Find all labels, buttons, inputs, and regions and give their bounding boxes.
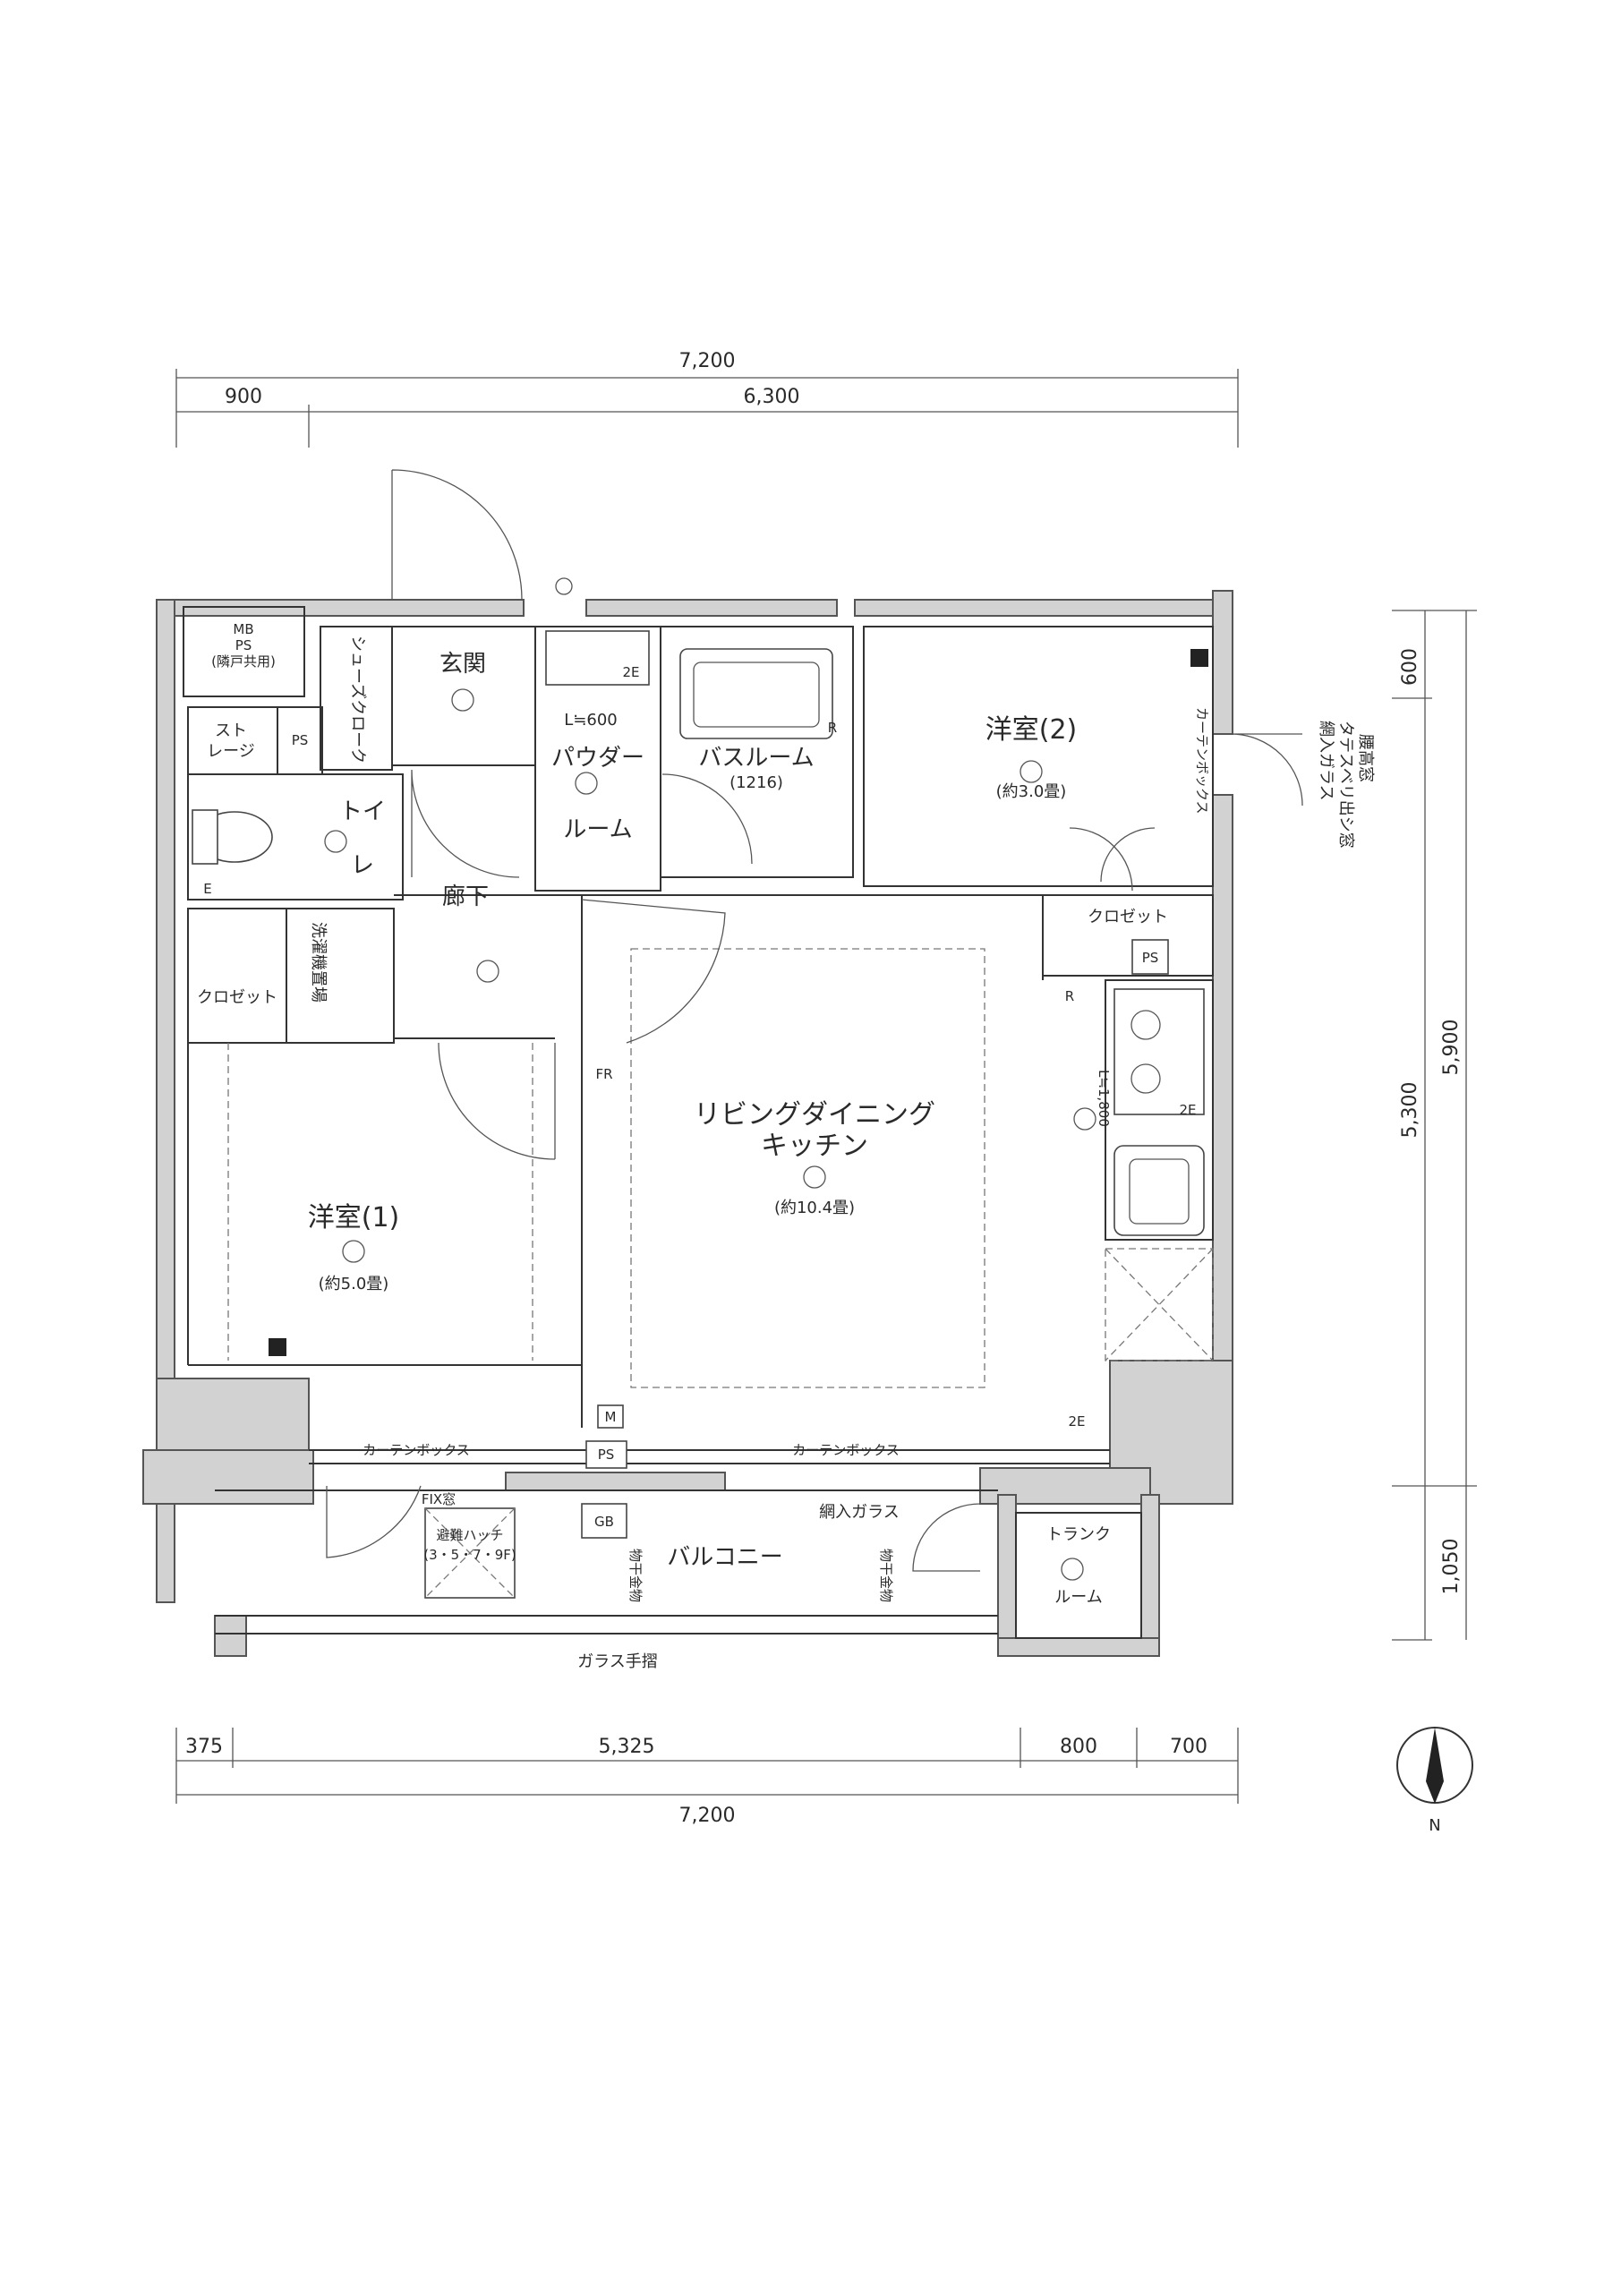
evac-hatch-label-1: 避難ハッチ	[436, 1527, 503, 1543]
north-compass	[1396, 1727, 1473, 1804]
ps-bottom-label: PS	[598, 1447, 615, 1463]
2e-mark-kitchen: 2E	[1179, 1102, 1196, 1118]
dim-right-1050: 1,050	[1440, 1539, 1463, 1595]
dryer-right-label: 物干金物	[878, 1549, 894, 1602]
right-dimension-lines	[1392, 610, 1477, 1641]
powder-room-label-2: ルーム	[563, 816, 632, 843]
toilet-label-2: レ	[351, 852, 374, 879]
dim-top-total: 7,200	[679, 350, 736, 372]
ldk-label-1: リビングダイニング	[694, 1099, 935, 1131]
toilet-label-1: トイ	[339, 798, 386, 825]
ps-top-left-label: PS	[292, 732, 309, 748]
dim-bottom-b: 5,325	[599, 1736, 655, 1758]
laundry-label: 洗濯機置場	[309, 922, 328, 1003]
trunk-room-label-1: トランク	[1046, 1525, 1111, 1544]
ps-label: PS	[235, 637, 252, 653]
doors	[326, 469, 1303, 1572]
entrance-label: 玄関	[439, 651, 486, 678]
r-mark-kitchen: R	[1065, 988, 1074, 1004]
dim-bottom-a: 375	[185, 1736, 223, 1758]
evac-hatch-label-2: (3・5・7・9F)	[423, 1547, 516, 1563]
dryer-left-label: 物干金物	[627, 1549, 644, 1602]
dim-top-right: 6,300	[744, 386, 800, 408]
dim-top-left: 900	[225, 386, 262, 408]
m-mark: M	[605, 1409, 617, 1425]
dim-right-5900: 5,900	[1440, 1020, 1463, 1076]
interior-walls	[183, 606, 1214, 1639]
storage-label-2: レージ	[207, 742, 255, 761]
glass-rail-label: ガラス手摺	[577, 1652, 658, 1671]
dim-bottom-c: 800	[1060, 1736, 1097, 1758]
western-room-1-label: 洋室(1)	[308, 1202, 400, 1233]
bottom-dimension-lines	[175, 1728, 1239, 1804]
wired-glass-label: 網入ガラス	[819, 1503, 900, 1522]
closet-right-label: クロゼット	[1088, 908, 1168, 926]
dim-bottom-total: 7,200	[679, 1805, 736, 1827]
kitchen-l-label: L≒1,800	[1096, 1070, 1112, 1127]
gb-label: GB	[594, 1514, 614, 1530]
fix-window-label: FIX窓	[422, 1491, 456, 1507]
curtain-box-left-label: カーテンボックス	[363, 1442, 470, 1458]
window-note-2: タテスベリ出シ窓	[1336, 721, 1355, 849]
top-dimension-lines	[175, 369, 1239, 448]
ldk-size: (約10.4畳)	[774, 1199, 855, 1217]
powder-l-label: L≒600	[564, 711, 617, 730]
bathroom-label: バスルーム	[698, 745, 814, 772]
2e-mark-ldk: 2E	[1068, 1413, 1085, 1430]
western-room-2-size: (約3.0畳)	[996, 782, 1067, 801]
mb-label: MB	[233, 621, 253, 637]
ldk-label-2: キッチン	[761, 1131, 868, 1162]
ps-closet-label: PS	[1142, 950, 1159, 966]
north-label: N	[1429, 1816, 1440, 1835]
r-mark-bath: R	[828, 720, 837, 736]
window-note-3: 網入ガラス	[1317, 721, 1335, 801]
outer-walls	[142, 590, 1233, 1657]
2e-mark-powder: 2E	[622, 664, 639, 680]
trunk-room-label-2: ルーム	[1054, 1588, 1102, 1607]
fixtures	[192, 630, 1208, 1599]
bathroom-size: (1216)	[729, 773, 783, 792]
ceiling-light-markers	[324, 577, 1096, 1581]
storage-label-1: スト	[215, 721, 247, 740]
dim-right-600: 600	[1399, 648, 1421, 686]
powder-room-label-1: パウダー	[551, 745, 644, 772]
western-room-1-size: (約5.0畳)	[319, 1275, 389, 1293]
shoe-cloak-label: シューズクローク	[348, 636, 367, 764]
window-note-1: 腰高窓	[1356, 734, 1375, 782]
fr-label: FR	[595, 1066, 612, 1082]
dim-bottom-d: 700	[1170, 1736, 1207, 1758]
western-room-2-label: 洋室(2)	[985, 714, 1078, 746]
e-mark-toilet: E	[203, 881, 211, 897]
balcony-label: バルコニー	[667, 1544, 782, 1571]
shared-label: (隣戸共用)	[211, 653, 276, 670]
curtain-box-vertical: カーテンボックス	[1194, 707, 1210, 815]
dim-right-5300: 5,300	[1399, 1082, 1421, 1139]
corridor-label: 廊下	[442, 883, 489, 910]
closet-left-label: クロゼット	[197, 988, 277, 1007]
curtain-box-right-label: カーテンボックス	[792, 1442, 900, 1458]
